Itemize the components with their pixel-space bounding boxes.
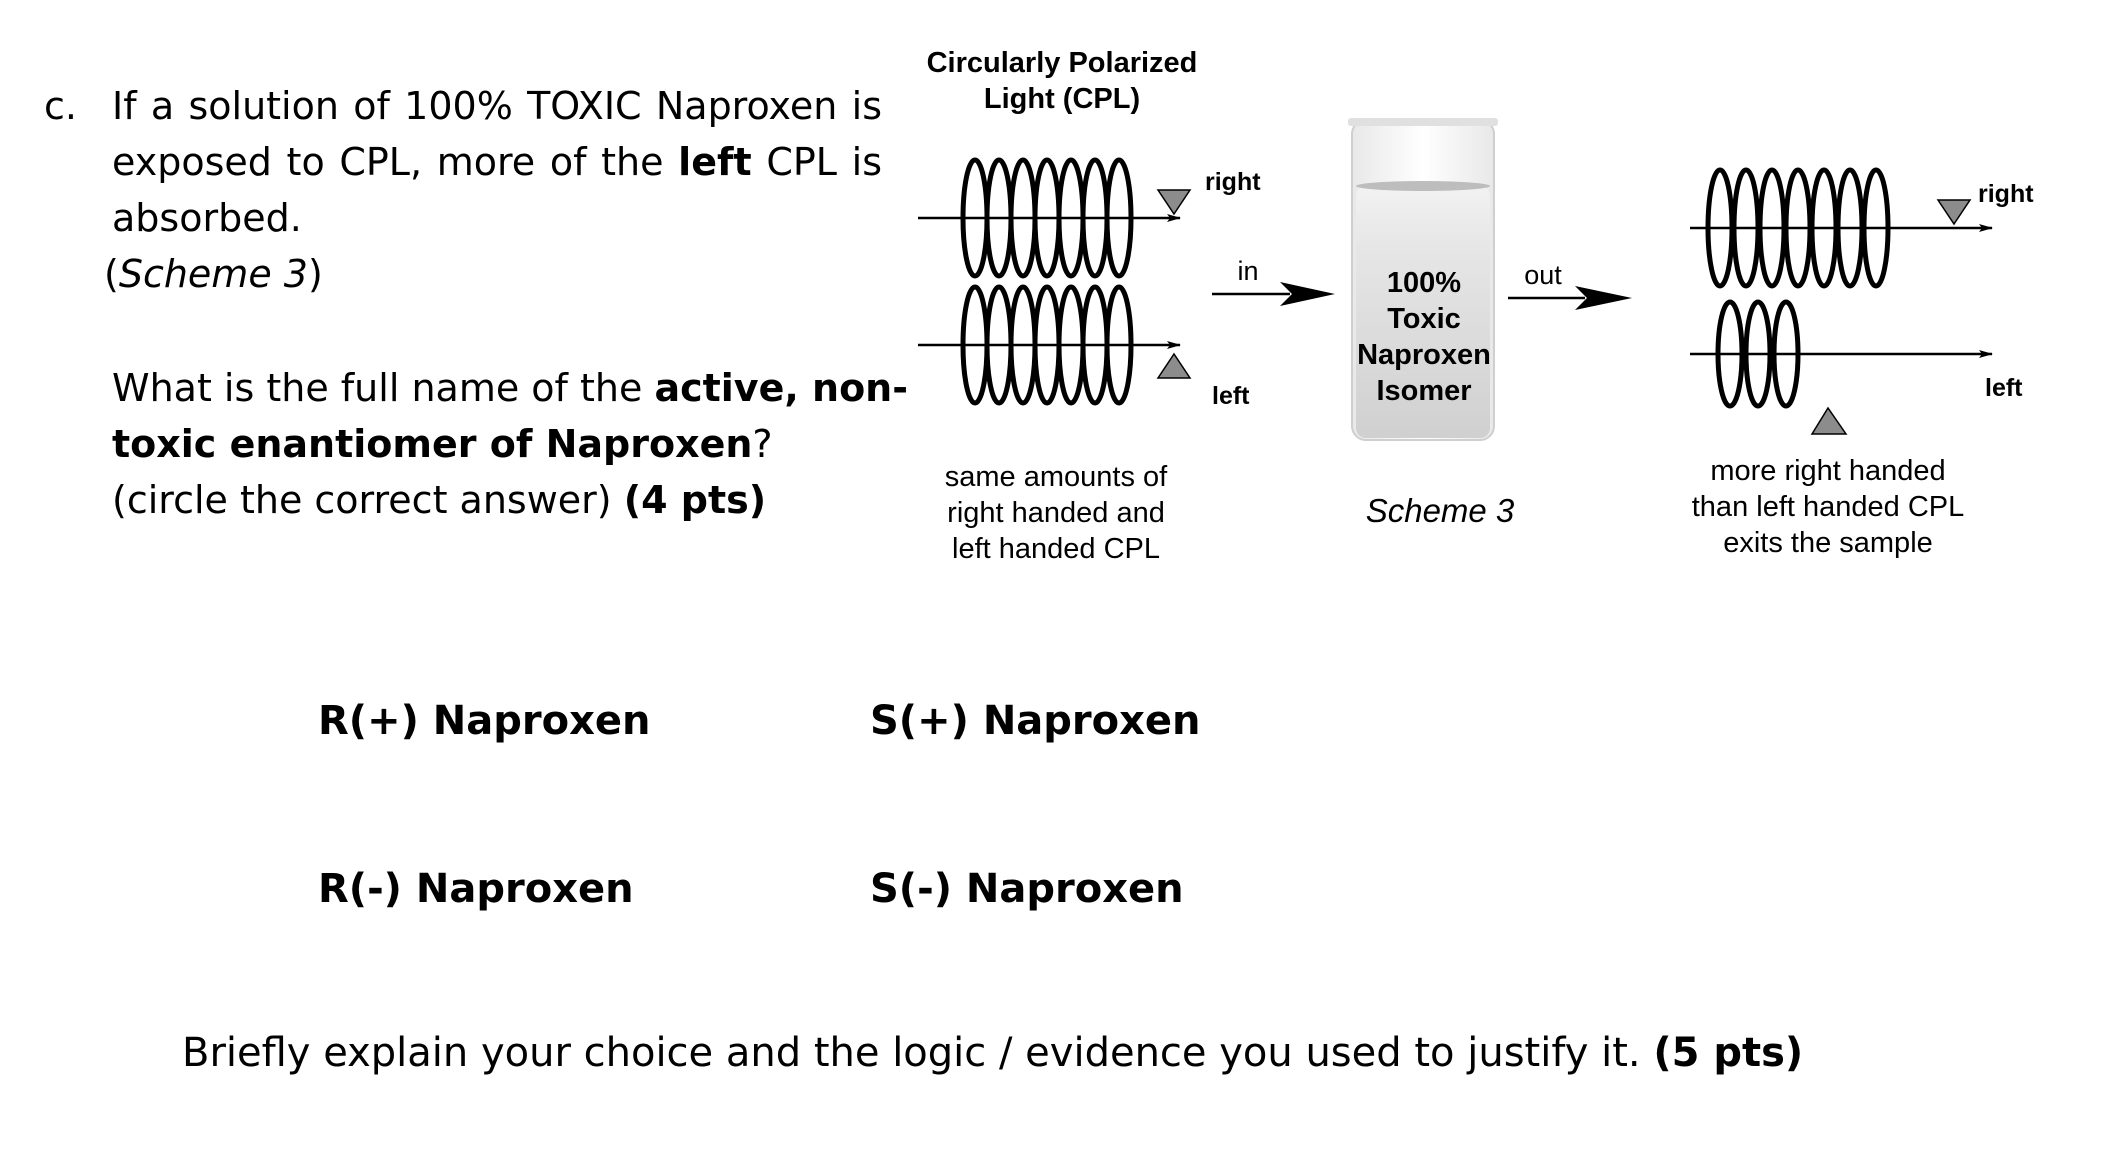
answer-option-s-plus[interactable]: S(+) Naproxen (870, 698, 1201, 744)
outgoing-caption-line-2: than left handed CPL (1692, 491, 1964, 523)
vial-label-line-2: Toxic (1387, 303, 1461, 335)
helix-coil (1104, 157, 1134, 279)
paren-open: ( (104, 252, 119, 296)
diagram-title-line-1: Circularly Polarized (927, 47, 1198, 79)
vial-icon (1348, 118, 1498, 441)
incoming-caption-line-1: same amounts of (945, 461, 1168, 493)
answer-option-r-minus[interactable]: R(-) Naproxen (318, 866, 634, 912)
prompt-line-3: (circle the correct answer) (4 pts) (112, 472, 892, 528)
left-emphasis: left (678, 140, 752, 184)
scheme-reference: (Scheme 3) (104, 246, 323, 302)
helix-coil (1104, 284, 1134, 406)
question-prompt: What is the full name of the active, non… (112, 360, 908, 528)
incoming-left-cpl-helix (918, 284, 1192, 406)
paren-close: ) (307, 252, 323, 296)
outgoing-right-label: right (1978, 180, 2034, 208)
prompt-bold-1: active, non- (654, 366, 909, 410)
incoming-caption-line-2: right handed and (947, 497, 1165, 529)
outgoing-left-label: left (1985, 374, 2023, 402)
explain-text: Briefly explain your choice and the logi… (182, 1030, 1654, 1076)
right-arrowhead-icon (1156, 189, 1192, 216)
in-label: in (1237, 256, 1258, 286)
vial-label-line-1: 100% (1387, 267, 1461, 299)
incoming-caption-line-3: left handed CPL (952, 533, 1160, 565)
helix-coil (1771, 299, 1801, 409)
vial-label-line-4: Isomer (1376, 375, 1471, 407)
question-line-1: If a solution of 100% TOXIC Naproxen is (112, 84, 882, 128)
outgoing-right-cpl-helix (1690, 167, 1993, 289)
question-line-2-end: CPL is (751, 140, 882, 184)
outgoing-left-cpl-helix (1690, 299, 1993, 435)
out-arrow-icon (1508, 286, 1632, 310)
outgoing-caption-line-1: more right handed (1710, 455, 1945, 487)
answer-option-s-minus[interactable]: S(-) Naproxen (870, 866, 1184, 912)
outgoing-caption-line-3: exits the sample (1723, 527, 1933, 559)
in-arrow-icon (1212, 282, 1335, 306)
incoming-left-label: left (1212, 382, 1250, 410)
question-line-2-start: exposed to CPL, more of the (112, 140, 679, 184)
explain-points: (5 pts) (1653, 1030, 1804, 1076)
question-paragraph: If a solution of 100% TOXIC Naproxen is … (112, 78, 882, 246)
outgoing-right-arrowhead-icon (1936, 199, 1972, 226)
points-badge: (4 pts) (623, 478, 767, 522)
answer-option-r-plus[interactable]: R(+) Naproxen (318, 698, 651, 744)
prompt-line-1: What is the full name of the active, non… (112, 360, 908, 416)
question-label: c. (44, 84, 77, 128)
question-line-3: absorbed. (112, 196, 302, 240)
diagram-title-line-2: Light (CPL) (984, 83, 1140, 115)
prompt-start: What is the full name of the (112, 366, 655, 410)
scheme-reference-text: Scheme 3 (118, 252, 308, 296)
outgoing-left-arrowhead-icon (1810, 406, 1848, 435)
incoming-right-label: right (1205, 168, 1261, 196)
scheme-caption: Scheme 3 (1366, 492, 1515, 529)
explain-prompt: Briefly explain your choice and the logi… (182, 1030, 1803, 1076)
vial-label-line-3: Naproxen (1357, 339, 1491, 371)
helix-coil (1743, 299, 1773, 409)
helix-coil (1861, 167, 1891, 289)
incoming-right-cpl-helix (918, 157, 1192, 279)
instruction-text: (circle the correct answer) (112, 478, 624, 522)
prompt-line-2: toxic enantiomer of Naproxen? (112, 416, 892, 472)
prompt-bold-2: toxic enantiomer of Naproxen (112, 422, 753, 466)
out-label: out (1524, 260, 1562, 290)
helix-coil (1715, 299, 1745, 409)
left-arrowhead-icon (1156, 352, 1192, 379)
prompt-question-mark: ? (752, 422, 773, 466)
question-line-2: exposed to CPL, more of the left CPL is (112, 134, 882, 190)
